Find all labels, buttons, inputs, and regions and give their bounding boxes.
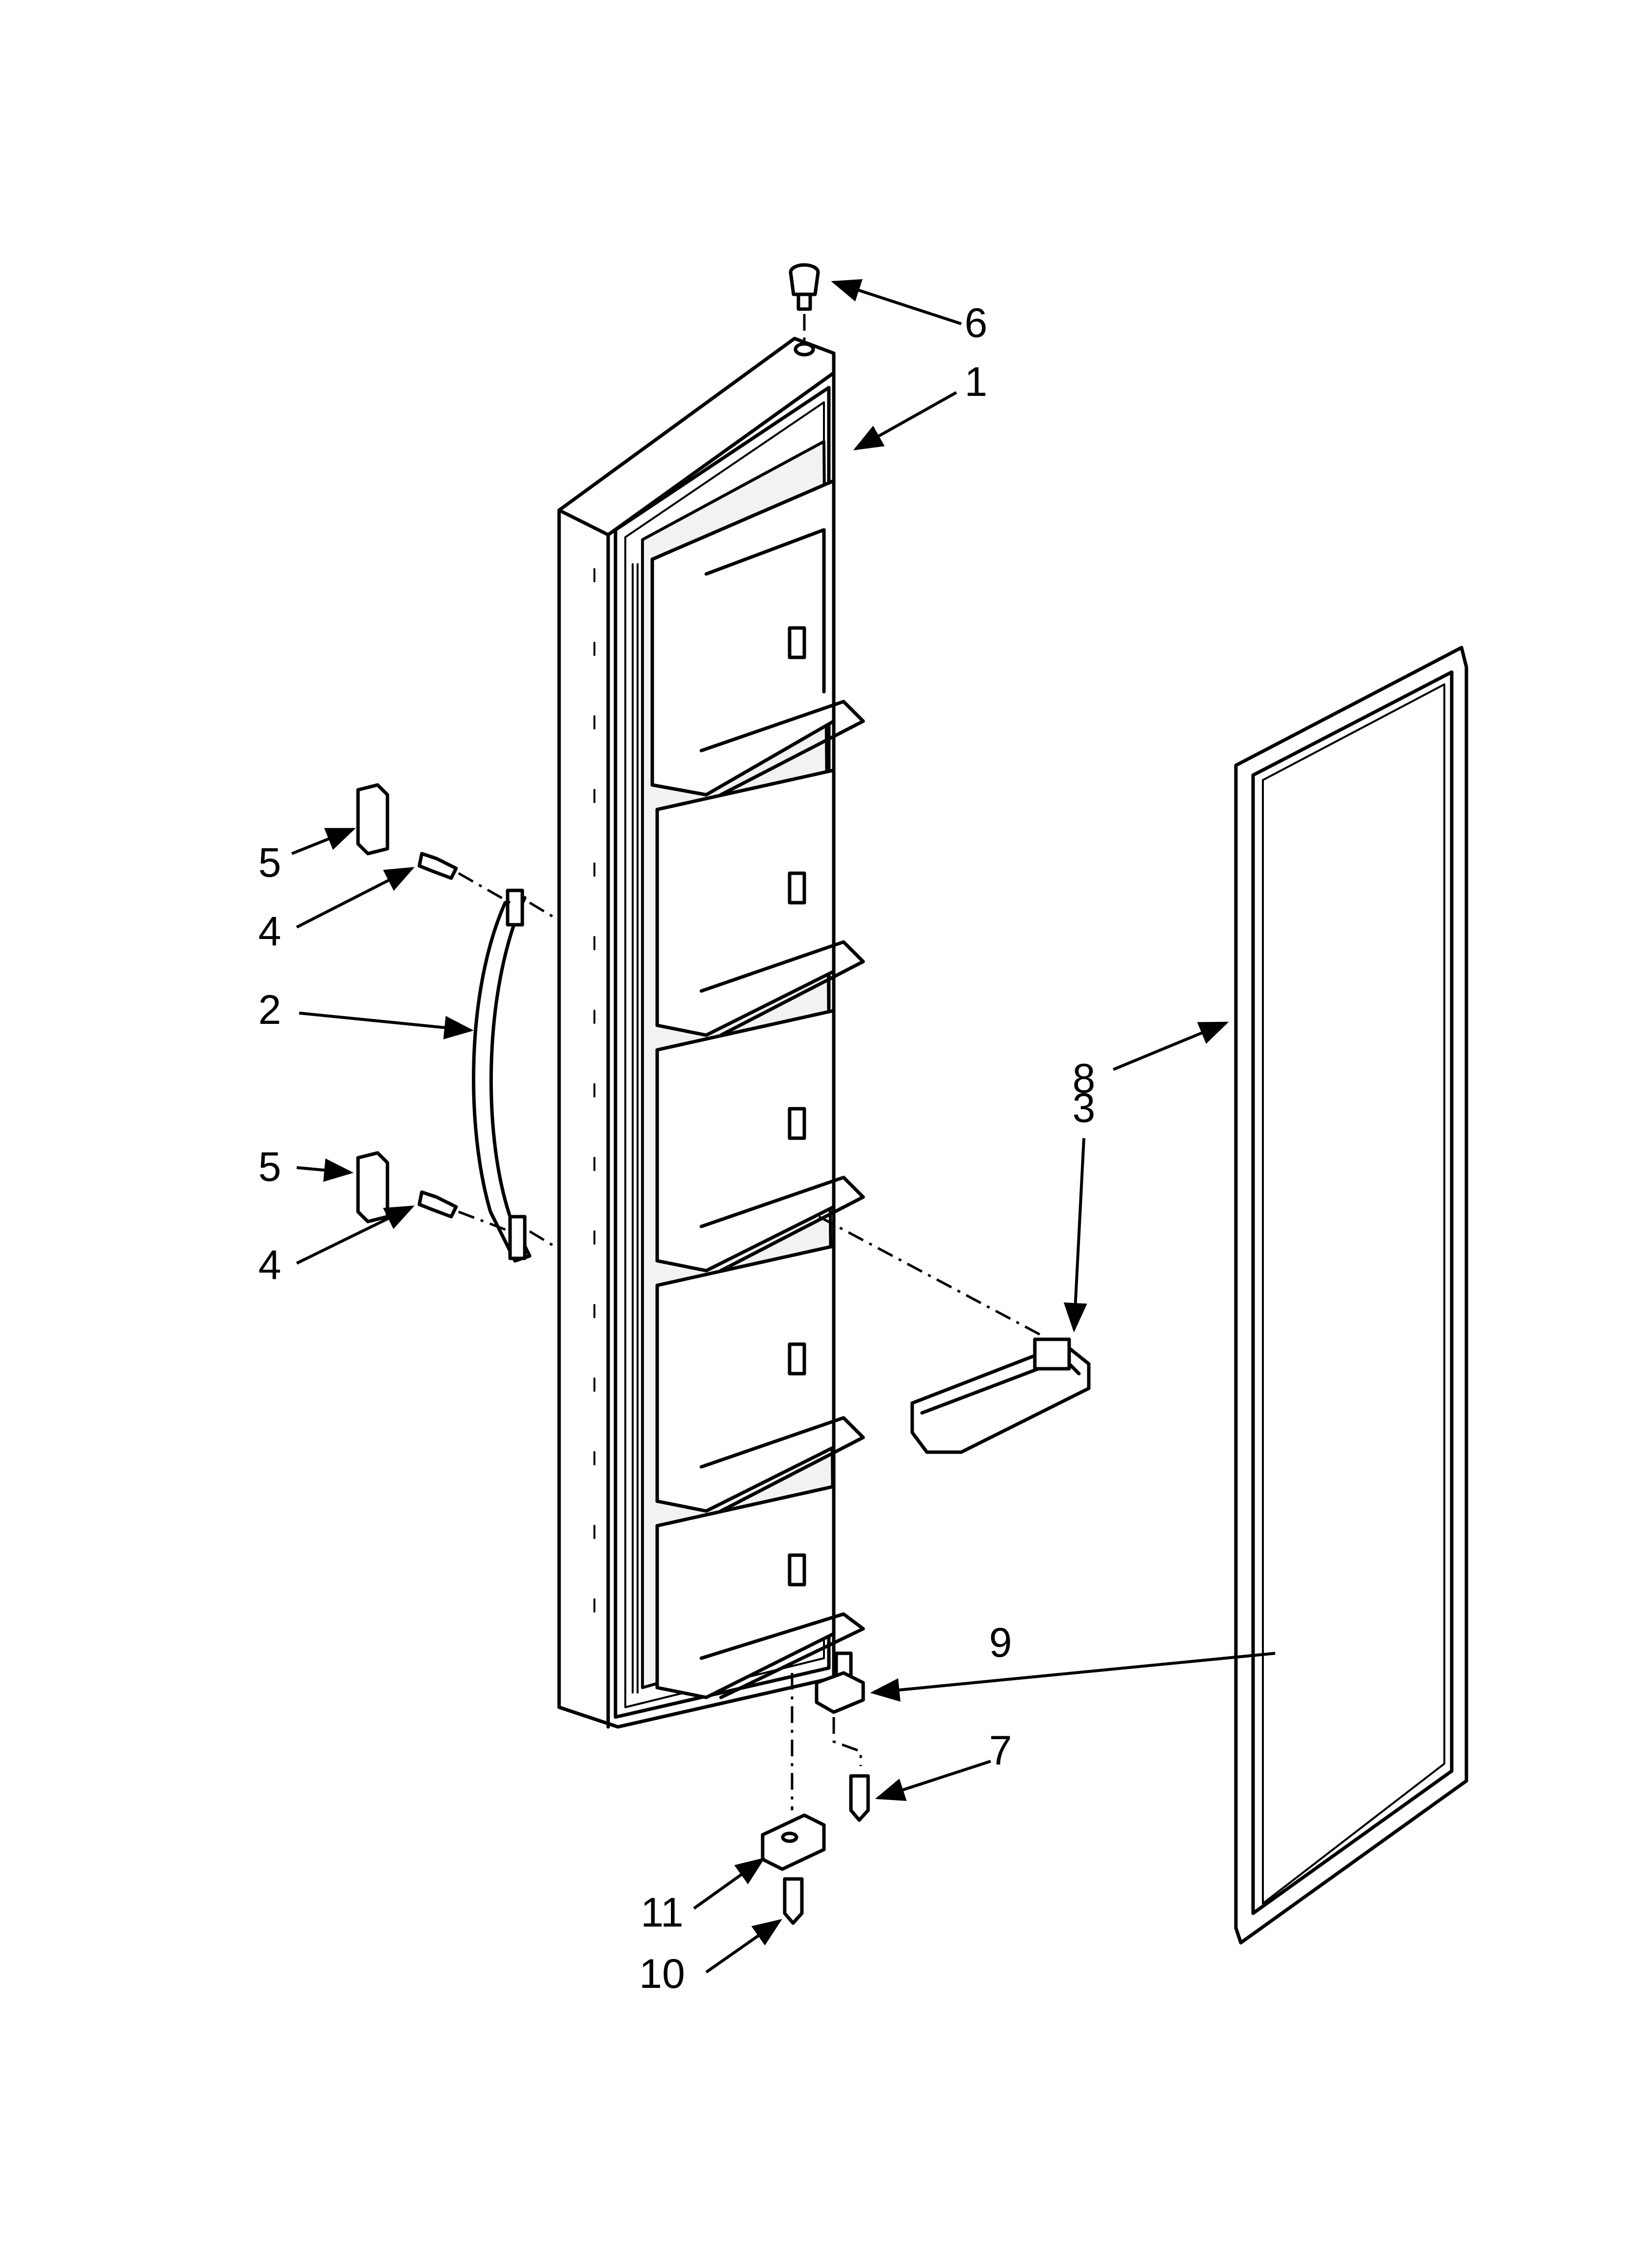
callout-label-10: 10 bbox=[639, 1951, 685, 1997]
end-cap-part-lower bbox=[356, 1151, 389, 1224]
callout-label-6: 6 bbox=[965, 300, 988, 346]
callout-leaders bbox=[291, 279, 1276, 1974]
hinge-pin-part bbox=[789, 263, 820, 343]
callout-label-5-lower: 5 bbox=[258, 1144, 282, 1190]
door-bin-part bbox=[818, 1215, 1091, 1454]
callout-label-5-upper: 5 bbox=[258, 839, 282, 886]
callout-label-8: 8 bbox=[1073, 1055, 1096, 1101]
bottom-hinge-part bbox=[815, 1651, 865, 1766]
callout-label-4-lower: 4 bbox=[258, 1242, 282, 1288]
callout-label-4-upper: 4 bbox=[258, 908, 282, 954]
end-cap-part-upper bbox=[356, 783, 389, 856]
door-shelf-4 bbox=[655, 1244, 865, 1513]
door-shelf-1 bbox=[650, 479, 865, 797]
callout-label-11: 11 bbox=[641, 1889, 683, 1935]
screw-part-lower bbox=[417, 1190, 511, 1233]
door-shelf-5 bbox=[655, 1485, 865, 1699]
callout-label-3: 3 bbox=[1073, 1085, 1096, 1131]
hinge-screw-part bbox=[849, 1774, 870, 1822]
door-gasket-part bbox=[1234, 646, 1468, 1945]
callout-label-1: 1 bbox=[965, 359, 988, 405]
bracket-screw-part bbox=[783, 1877, 804, 1925]
callout-label-2: 2 bbox=[258, 987, 282, 1033]
door-assembly bbox=[557, 337, 865, 1729]
door-shelf-3 bbox=[655, 1009, 865, 1273]
callout-label-7: 7 bbox=[989, 1727, 1012, 1773]
callout-labels: 6 1 5 4 2 5 4 8 3 9 7 11 10 bbox=[258, 300, 1096, 1997]
door-shelf-2 bbox=[655, 768, 865, 1037]
screw-part-upper bbox=[417, 852, 511, 904]
bottom-bracket-part bbox=[761, 1673, 826, 1871]
callout-label-9: 9 bbox=[989, 1619, 1012, 1666]
handle-part bbox=[472, 888, 555, 1263]
